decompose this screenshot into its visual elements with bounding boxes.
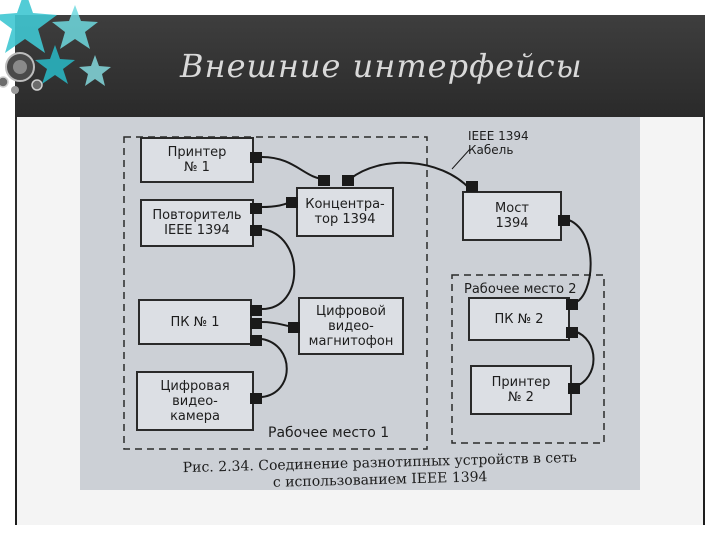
- port: [250, 225, 262, 236]
- camera-box: Цифровая видео- камера: [136, 371, 254, 431]
- workplace-2-label: Рабочее место 2: [464, 282, 577, 297]
- star-decoration-icon: [0, 0, 111, 94]
- printer-2-box: Принтер № 2: [470, 365, 572, 415]
- port: [558, 215, 570, 226]
- port: [250, 152, 262, 163]
- printer-1-box: Принтер № 1: [140, 137, 254, 183]
- port: [566, 327, 578, 338]
- port: [288, 322, 300, 333]
- bridge-box: Мост 1394: [462, 191, 562, 241]
- port: [250, 305, 262, 316]
- vcr-box: Цифровой видео- магнитофон: [298, 297, 404, 355]
- slide-title: Внешние интерфейсы: [180, 47, 583, 85]
- port: [286, 197, 298, 208]
- footer-url: www.free-power-point-templates.com: [520, 524, 702, 536]
- pc-2-box: ПК № 2: [468, 297, 570, 341]
- port: [250, 318, 262, 329]
- port: [250, 335, 262, 346]
- workplace-1-label: Рабочее место 1: [268, 425, 390, 441]
- port: [342, 175, 354, 186]
- diagram-photo: Принтер № 1 Повторитель IEEE 1394 Концен…: [80, 117, 640, 490]
- port: [566, 299, 578, 310]
- title-bar: [15, 15, 705, 117]
- repeater-box: Повторитель IEEE 1394: [140, 199, 254, 247]
- port: [318, 175, 330, 186]
- port: [250, 203, 262, 214]
- hub-box: Концентра- тор 1394: [296, 187, 394, 237]
- port: [466, 181, 478, 192]
- port: [250, 393, 262, 404]
- pc-1-box: ПК № 1: [138, 299, 252, 345]
- cable-label: IEEE 1394 Кабель: [468, 129, 529, 157]
- port: [568, 383, 580, 394]
